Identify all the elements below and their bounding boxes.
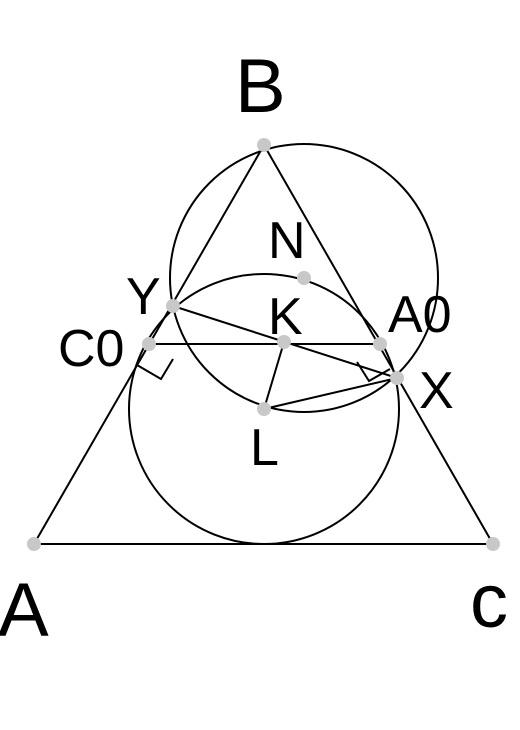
segment-K-L bbox=[263, 341, 285, 410]
point-A bbox=[27, 537, 41, 551]
label-B: B bbox=[235, 44, 286, 129]
point-B bbox=[257, 138, 271, 152]
point-A0 bbox=[373, 337, 387, 351]
point-K bbox=[277, 335, 291, 349]
point-N bbox=[297, 271, 311, 285]
label-C: c bbox=[470, 559, 508, 644]
point-L bbox=[257, 402, 271, 416]
label-A0: A0 bbox=[388, 286, 452, 344]
point-Y bbox=[166, 299, 180, 313]
right-angle-mark-C0 bbox=[136, 358, 174, 381]
circle-through-B bbox=[169, 143, 439, 413]
point-C0 bbox=[142, 337, 156, 351]
label-K: K bbox=[268, 288, 303, 346]
label-Y: Y bbox=[126, 268, 161, 326]
point-C bbox=[486, 537, 500, 551]
label-X: X bbox=[419, 362, 454, 420]
label-L: L bbox=[250, 419, 279, 477]
right-angle-mark-A0 bbox=[356, 361, 391, 383]
label-C0: C0 bbox=[58, 320, 124, 378]
label-A: A bbox=[0, 568, 49, 653]
segment-L-X bbox=[263, 377, 398, 410]
label-N: N bbox=[268, 212, 306, 270]
point-X bbox=[390, 371, 404, 385]
